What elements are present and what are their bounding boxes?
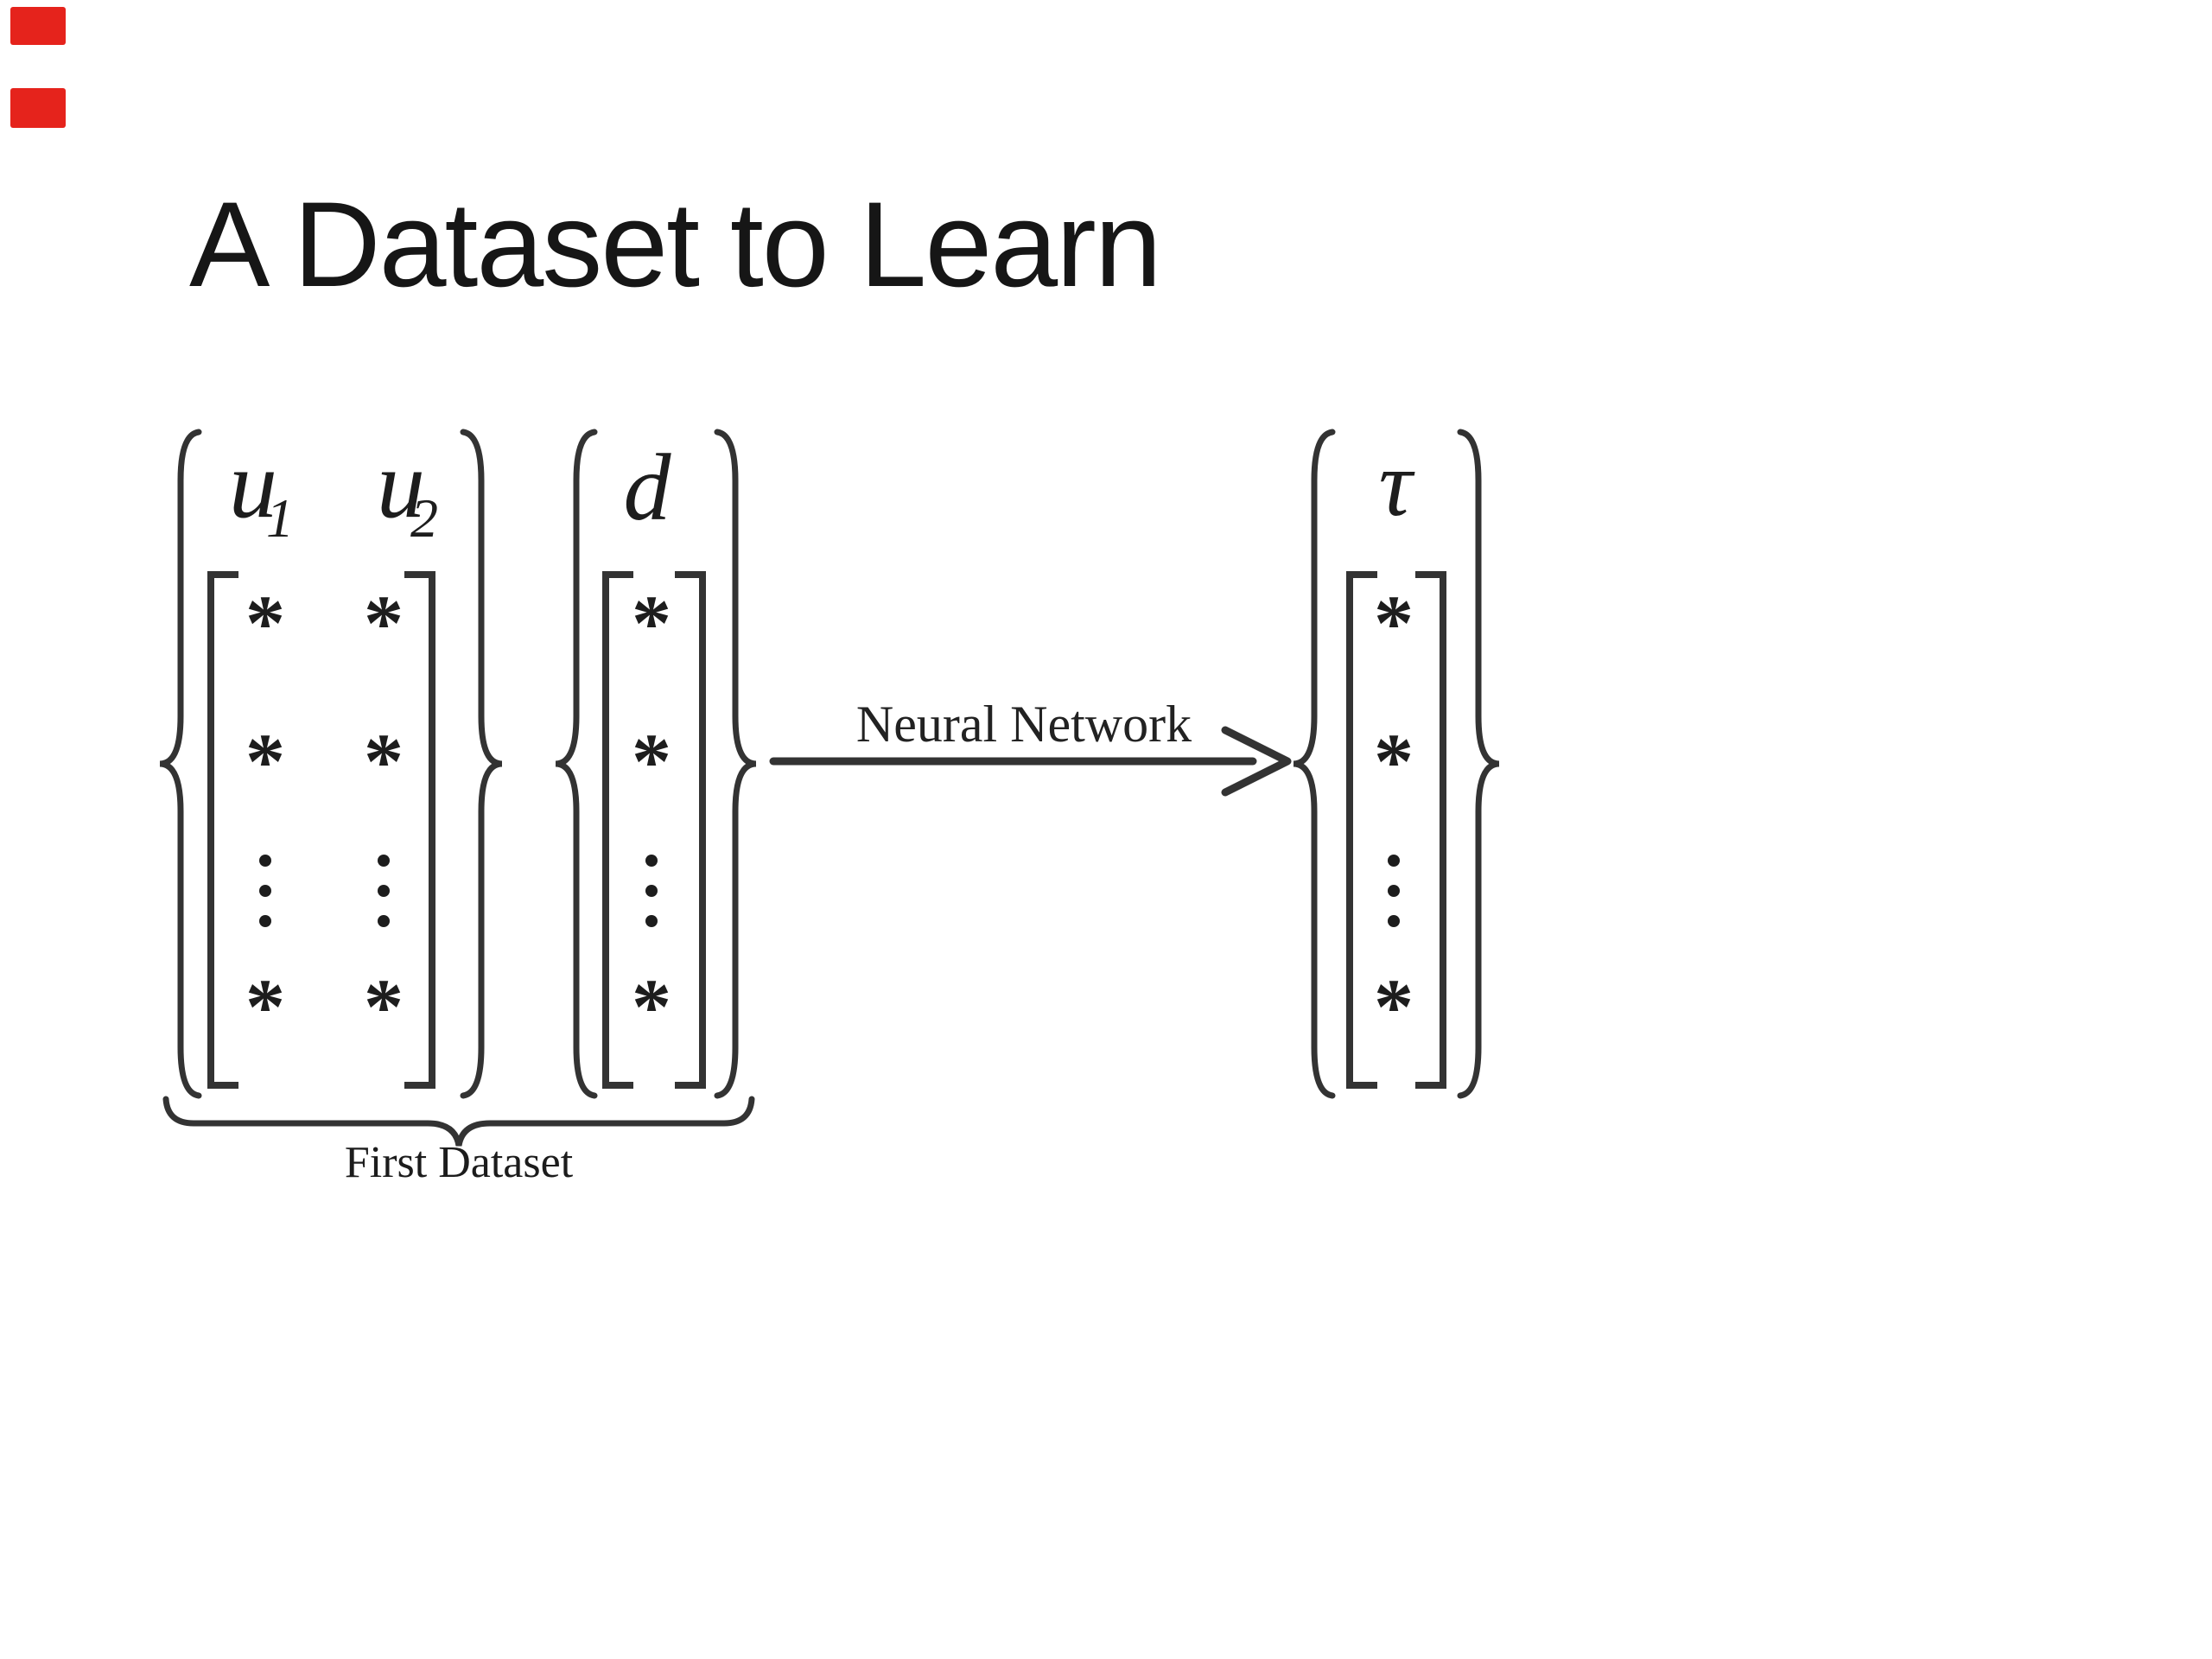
u1-base: u [229,431,277,538]
tau-vector: τ * * * [1293,429,1500,1099]
u-matrix-entries: * * * * * * [245,579,404,1051]
vdots [259,855,390,927]
u2-header: u 2 [377,431,438,549]
matrix-star: * [364,579,404,667]
tau-vector-left-brace [1293,429,1336,1099]
underbrace-label: First Dataset [345,1138,574,1187]
matrix-star: * [1374,717,1414,805]
red-marker-bottom [10,88,66,128]
u2-subscript: 2 [410,487,438,549]
d-vector-right-bracket [675,571,706,1089]
tau-vector-entries: * * * [1374,579,1414,1051]
vdots [1388,855,1400,927]
u-matrix-left-brace [159,429,202,1099]
matrix-star: * [1374,963,1414,1051]
d-vector-left-brace [555,429,598,1099]
u-matrix-right-brace [460,429,503,1099]
matrix-star: * [632,579,671,667]
matrix-star: * [632,963,671,1051]
underbrace [162,1096,755,1147]
first-dataset-group: First Dataset [162,1096,755,1187]
arrow-head [1221,726,1292,797]
tau-vector-left-bracket [1346,571,1377,1089]
vdots [645,855,658,927]
u-matrix-right-bracket [404,571,435,1089]
tau-header: τ [1379,433,1415,536]
matrix-star: * [632,717,671,805]
matrix-star: * [245,963,285,1051]
neural-network-arrow: Neural Network [769,696,1292,797]
u1-subscript: 1 [266,487,294,549]
red-marker-top [10,7,66,45]
d-vector-entries: * * * [632,579,671,1051]
tau-vector-right-bracket [1415,571,1446,1089]
matrix-star: * [364,963,404,1051]
matrix-star: * [245,579,285,667]
matrix-star: * [364,717,404,805]
d-vector: d * * * [555,429,757,1099]
tau-vector-right-brace [1457,429,1500,1099]
matrix-star: * [245,717,285,805]
u-matrix-left-bracket [207,571,238,1089]
u1-header: u 1 [229,431,294,549]
u2-base: u [377,431,425,538]
d-vector-left-bracket [602,571,633,1089]
matrix-star: * [1374,579,1414,667]
corner-markers [10,7,66,128]
slide-title: A Dataset to Learn [189,176,1160,312]
u-matrix: u 1 u 2 * * * * * * [159,429,503,1099]
d-header: d [624,435,672,540]
arrow-label: Neural Network [856,696,1192,753]
d-vector-right-brace [714,429,757,1099]
